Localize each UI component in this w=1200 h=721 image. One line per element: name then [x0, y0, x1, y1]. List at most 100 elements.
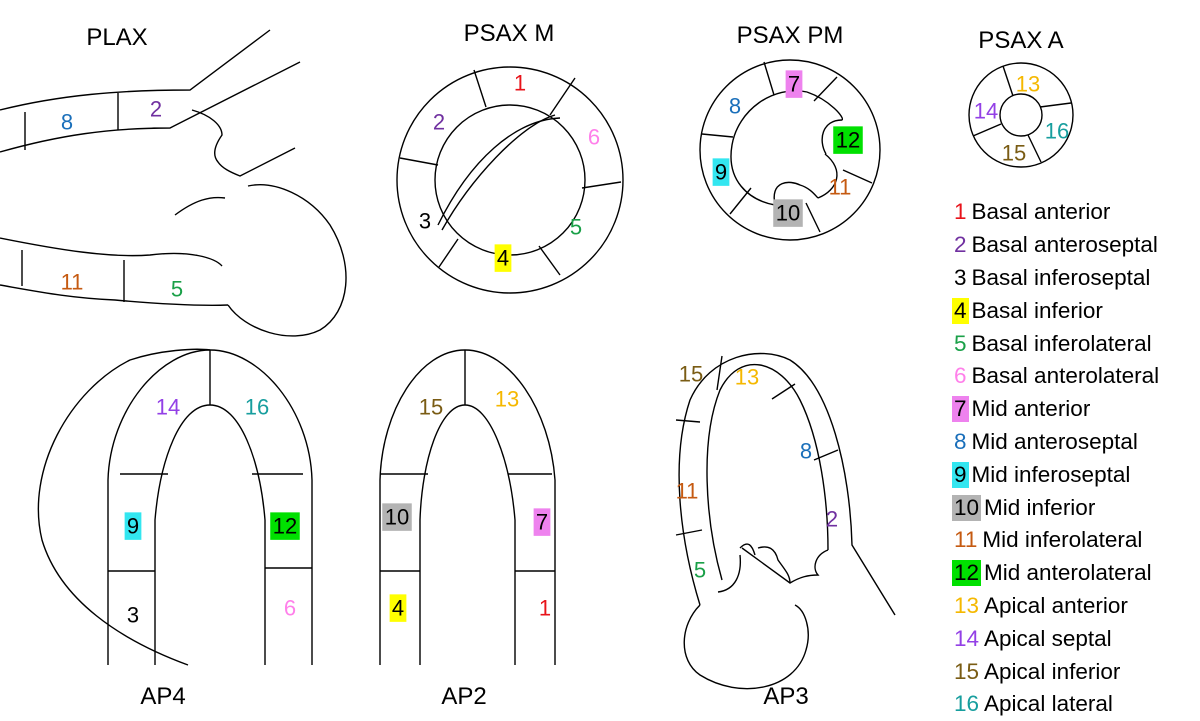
segment-number-label: 5 — [570, 215, 582, 240]
segment-number-label: 11 — [676, 479, 699, 504]
segment-badge-bg — [389, 594, 407, 622]
title-plax: PLAX — [86, 24, 148, 51]
segment-number-label: 3 — [419, 209, 431, 234]
psax-pm-view — [699, 59, 881, 241]
title-ap3: AP3 — [763, 683, 809, 710]
segment-badge-bg — [494, 244, 512, 272]
legend-label: Basal anterior — [971, 199, 1111, 225]
legend-number: 16 — [954, 691, 980, 717]
segment-number-label: 8 — [61, 110, 73, 135]
legend-number: 9 — [952, 461, 969, 488]
title-psax-m: PSAX M — [463, 20, 555, 47]
segment-number-label: 15 — [679, 362, 703, 387]
legend-label: Mid anterolateral — [984, 560, 1152, 586]
segment-number-label: 15 — [1002, 141, 1026, 166]
ap2-view — [379, 349, 556, 665]
segment-number-label: 13 — [1016, 72, 1040, 97]
legend-number: 15 — [954, 658, 980, 684]
legend-number: 14 — [954, 625, 980, 651]
segment-number-label: 6 — [284, 596, 296, 621]
legend-number: 7 — [952, 396, 969, 423]
legend-number: 12 — [952, 560, 982, 587]
legend-label: Apical inferior — [984, 658, 1121, 684]
segment-number-label: 16 — [245, 395, 269, 420]
legend-label: Mid anterior — [971, 396, 1091, 422]
segment-badge-bg — [124, 512, 142, 540]
legend-number: 3 — [954, 264, 967, 290]
legend-label: Basal inferior — [971, 297, 1103, 323]
segment-number-label: 14 — [156, 395, 180, 420]
segment-badge-bg — [712, 158, 730, 186]
segment-number-label: 10 — [776, 201, 800, 226]
segment-number-label: 11 — [61, 270, 84, 295]
psax-m-view — [396, 66, 624, 294]
segment-number-label: 8 — [729, 94, 741, 119]
segment-number-label: 5 — [694, 558, 706, 583]
segment-number-label: 2 — [150, 97, 162, 122]
title-ap4: AP4 — [140, 683, 186, 710]
legend-label: Mid inferoseptal — [971, 461, 1131, 487]
segment-number-label: 16 — [1045, 119, 1069, 144]
segment-number-label: 6 — [588, 125, 600, 150]
legend-number: 6 — [954, 363, 967, 389]
legend-label: Apical anterior — [984, 592, 1128, 618]
ap3-view — [675, 352, 896, 690]
segment-number-label: 11 — [829, 175, 852, 200]
segment-number-label: 12 — [273, 514, 297, 539]
legend-label: Mid inferior — [984, 494, 1096, 520]
segment-number-label: 13 — [735, 365, 759, 390]
legend-number: 5 — [954, 330, 967, 356]
segment-badge-bg — [270, 512, 300, 540]
segment-number-label: 10 — [385, 505, 409, 530]
legend-label: Mid anteroseptal — [971, 428, 1138, 454]
legend-label: Mid inferolateral — [982, 527, 1143, 553]
legend-number: 1 — [954, 199, 967, 225]
segment-number-label: 1 — [539, 596, 551, 621]
segment-number-label: 4 — [392, 596, 404, 621]
legend-label: Basal anteroseptal — [971, 232, 1158, 258]
legend-label: Basal inferoseptal — [971, 264, 1151, 290]
title-psax-a: PSAX A — [978, 27, 1064, 54]
segment-number-label: 8 — [800, 439, 812, 464]
segment-number-label: 12 — [836, 128, 860, 153]
psax-a-view — [968, 62, 1074, 168]
segment-number-label: 9 — [715, 160, 727, 185]
segment-number-label: 1 — [514, 71, 526, 96]
segment-number-label: 7 — [536, 510, 548, 535]
legend-number: 8 — [954, 428, 967, 454]
segment-number-label: 7 — [788, 72, 800, 97]
segment-number-label: 5 — [171, 277, 183, 302]
segment-badge-bg — [833, 126, 863, 154]
segment-badge-bg — [533, 508, 551, 536]
legend-label: Basal inferolateral — [971, 330, 1152, 356]
segment-number-label: 13 — [495, 387, 519, 412]
legend-label: Basal anterolateral — [971, 363, 1160, 389]
segment-number-label: 9 — [127, 514, 139, 539]
ap4-view — [37, 348, 313, 666]
legend-number: 4 — [952, 297, 969, 324]
segment-badge-bg — [773, 199, 803, 227]
segment-badge-bg — [382, 503, 412, 531]
segment-number-label: 2 — [826, 507, 838, 532]
legend-number: 11 — [954, 527, 978, 553]
title-psax-pm: PSAX PM — [736, 22, 844, 49]
segment-number-label: 15 — [419, 395, 443, 420]
